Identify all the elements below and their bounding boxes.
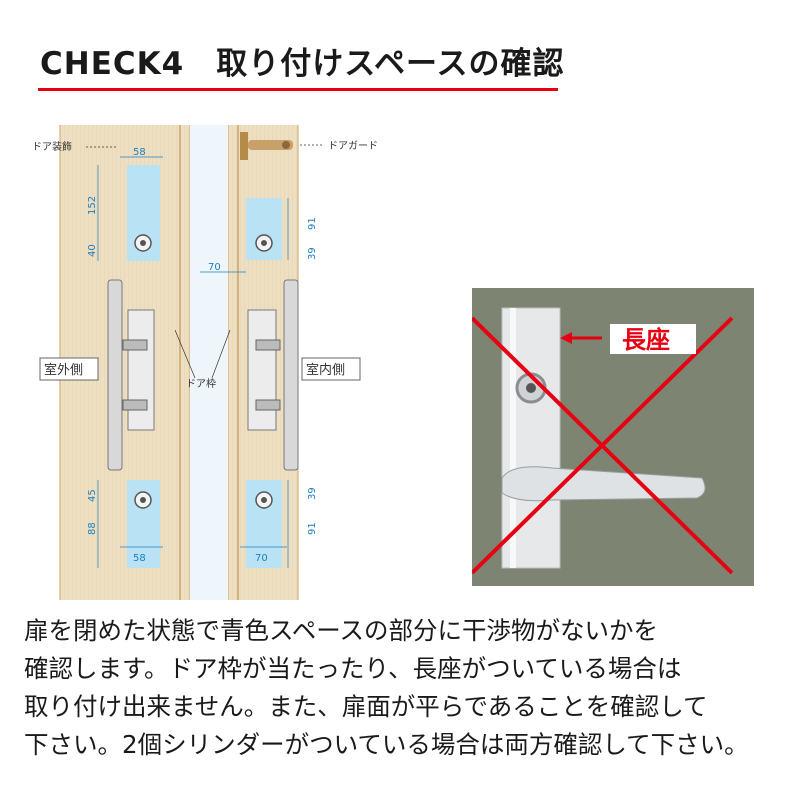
dim-left-bottom-width: 58	[133, 553, 146, 564]
inside-handle-bar	[283, 279, 299, 471]
outside-handle-bar	[107, 279, 123, 471]
dim-right-top-lower: 39	[307, 247, 318, 260]
door-space-diagram: 58 152 40 ドアガード 91 39 70 ドア装飾 室外側 室内側 ドア…	[32, 125, 378, 600]
dim-left-top-lower: 40	[87, 244, 98, 257]
inside-handle-plate	[247, 309, 277, 431]
dim-right-bottom-upper: 39	[307, 487, 318, 500]
label-outside: 室外側	[44, 362, 83, 378]
long-escutcheon-photo: 長座	[472, 288, 754, 586]
label-door-guard: ドアガード	[328, 140, 378, 152]
instruction-line: 取り付け出来ません。また、扉面が平らであることを確認して	[24, 692, 708, 721]
dim-left-bottom-lower: 88	[87, 522, 98, 535]
dim-right-top-upper: 91	[307, 217, 318, 230]
dim-left-top-height: 152	[87, 196, 98, 215]
label-door-frame: ドア枠	[186, 377, 216, 390]
label-door-deco: ドア装飾	[32, 140, 72, 153]
door-guard-icon	[240, 132, 293, 160]
instruction-line: 下さい。2個シリンダーがついている場合は両方確認して下さい。	[24, 730, 749, 759]
label-inside: 室内側	[306, 362, 345, 378]
instruction-text: 扉を閉めた状態で青色スペースの部分に干渉物がないかを 確認します。ドア枠が当たっ…	[24, 612, 794, 764]
dim-right-bottom-lower: 91	[307, 522, 318, 535]
instruction-line: 扉を閉めた状態で青色スペースの部分に干渉物がないかを	[24, 616, 659, 645]
page-title: CHECK4 取り付けスペースの確認	[40, 46, 565, 82]
callout-long-escutcheon: 長座	[622, 326, 670, 354]
dim-right-bottom-width: 70	[255, 553, 268, 564]
instruction-line: 確認します。ドア枠が当たったり、長座がついている場合は	[24, 654, 682, 683]
dim-left-top-width: 58	[133, 147, 146, 158]
dim-left-bottom-upper: 45	[87, 489, 98, 502]
outside-handle-plate	[127, 309, 155, 431]
title-underline	[38, 88, 558, 91]
dim-gap: 70	[208, 262, 221, 273]
